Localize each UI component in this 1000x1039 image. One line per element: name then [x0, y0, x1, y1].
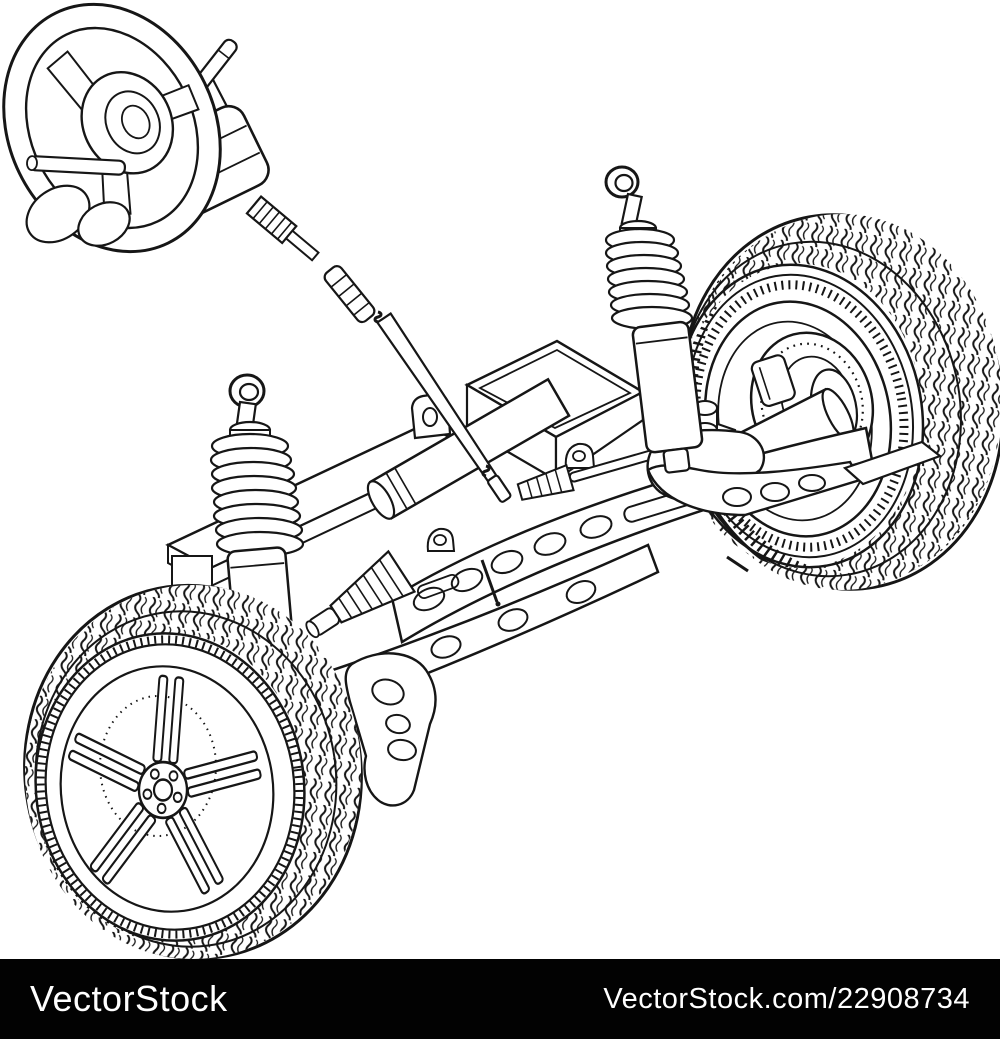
steering-shaft — [245, 195, 512, 503]
universal-joint-icon — [373, 310, 383, 324]
shock-absorber-left — [209, 373, 305, 711]
lower-control-arm — [646, 440, 943, 517]
wheel-front-left — [23, 583, 363, 959]
universal-joint-icon — [481, 464, 491, 478]
footer-bar: VectorStock VectorStock.com/22908734 — [0, 959, 1000, 1039]
alloy-rim-spokes — [68, 674, 262, 895]
rack-bellows-boot — [305, 549, 417, 639]
vectorstock-logo: VectorStock — [30, 978, 228, 1019]
brake-caliper-icon — [750, 354, 796, 408]
steering-wheel — [2, 2, 222, 254]
column-stalk-left — [26, 155, 127, 176]
image-credit: VectorStock.com/22908734 — [603, 982, 970, 1015]
subframe-bracket — [344, 652, 437, 807]
suspension-line-drawing — [2, 2, 1000, 959]
shock-absorber-right — [604, 165, 704, 474]
